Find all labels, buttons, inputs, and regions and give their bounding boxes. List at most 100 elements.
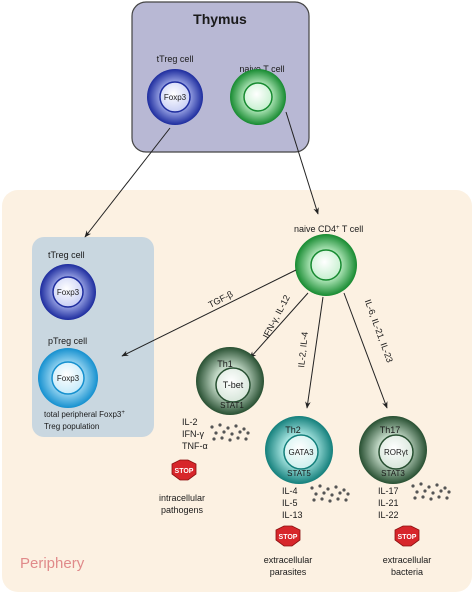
arrow-to-th17 xyxy=(343,292,388,409)
periphery-ptreg-cell: Foxp3 xyxy=(38,348,98,408)
cytokine-dot xyxy=(443,486,447,490)
cytokine-dot xyxy=(326,487,330,491)
cytokine-dot xyxy=(238,430,242,434)
th17-cytokine-0: IL-17 xyxy=(378,486,399,496)
cytokine-dot xyxy=(334,485,338,489)
th2-cytokine-1: IL-5 xyxy=(282,498,298,508)
arrow-thymus-ttreg-to-periphery xyxy=(84,127,171,238)
cytokine-dot xyxy=(318,484,322,488)
cytokine-dot xyxy=(226,426,230,430)
thymus-naive-cell xyxy=(230,69,286,125)
cytokine-dot xyxy=(322,491,326,495)
cytokine-dot xyxy=(214,431,218,435)
cytokine-dot xyxy=(419,482,423,486)
cytokine-dot xyxy=(242,427,246,431)
th2-stop-text: STOP xyxy=(279,534,298,541)
th1-name: Th1 xyxy=(217,359,233,369)
th2-target-line2: parasites xyxy=(270,567,307,577)
th1-cytokine-2: TNF-α xyxy=(182,441,208,451)
cytokine-dot xyxy=(346,492,350,496)
cytokine-dot xyxy=(236,436,240,440)
cytokine-dot xyxy=(447,490,451,494)
arrow-tgf-to-ptreg xyxy=(121,269,297,357)
periphery-ttreg-cell: Foxp3 xyxy=(40,264,96,320)
th17-stop-text: STOP xyxy=(398,534,417,541)
cytokine-dot xyxy=(413,496,417,500)
th17-cytokine-2: IL-22 xyxy=(378,510,399,520)
periphery-ptreg-label: pTreg cell xyxy=(48,336,87,346)
treg-caption-line2: Treg population xyxy=(44,422,99,431)
cytokine-dot xyxy=(328,499,332,503)
th17-cytokine-dots xyxy=(411,482,451,501)
th2-name: Th2 xyxy=(285,425,301,435)
cytokine-dot xyxy=(411,484,415,488)
th1-cytokine-1: IFN-γ xyxy=(182,429,204,439)
periphery-ptreg-marker: Foxp3 xyxy=(57,374,80,383)
cytokine-dot xyxy=(222,430,226,434)
thymus-naive-label: naive T cell xyxy=(239,64,284,74)
th2-cytokine-dots xyxy=(310,484,350,503)
cytokine-dot xyxy=(421,495,425,499)
th1-stop-sign: STOP xyxy=(171,459,197,481)
th17-stop-sign: STOP xyxy=(394,525,420,547)
cytokine-dot xyxy=(230,432,234,436)
cytokine-dot xyxy=(336,497,340,501)
cytokine-dot xyxy=(439,489,443,493)
cytokine-dot xyxy=(218,423,222,427)
periphery-ttreg-label: tTreg cell xyxy=(48,250,85,260)
thymus-ttreg-label: tTreg cell xyxy=(157,54,194,64)
cytokine-dot xyxy=(228,438,232,442)
cytokine-dot xyxy=(330,493,334,497)
cytokine-dot xyxy=(342,488,346,492)
th1-stop-text: STOP xyxy=(175,468,194,475)
th1-target-line1: intracellular xyxy=(159,493,205,503)
cytokine-dot xyxy=(435,483,439,487)
cytokine-dot xyxy=(423,489,427,493)
cytokine-dot xyxy=(210,425,214,429)
th1-cell: Th1 T-bet STAT1 xyxy=(196,347,264,415)
periphery-title: Periphery xyxy=(20,555,85,572)
cytokine-dot xyxy=(427,485,431,489)
th2-cytokine-2: IL-13 xyxy=(282,510,303,520)
cytokine-dot xyxy=(244,437,248,441)
cytokine-dot xyxy=(312,498,316,502)
arrow-label-th2: IL-2, IL-4 xyxy=(296,331,310,368)
cytokine-dot xyxy=(431,491,435,495)
cytokine-dot xyxy=(429,497,433,501)
th17-tf: RORγt xyxy=(384,448,409,457)
th2-stop-sign: STOP xyxy=(275,525,301,547)
th1-target-line2: pathogens xyxy=(161,505,204,515)
cytokine-dot xyxy=(415,490,419,494)
cytokine-dot xyxy=(246,431,250,435)
arrow-to-th1 xyxy=(249,292,309,359)
th2-tf: GATA3 xyxy=(288,448,314,457)
periphery-ttreg-marker: Foxp3 xyxy=(57,288,80,297)
cytokine-dot xyxy=(320,497,324,501)
th2-cell: Th2 GATA3 STAT5 xyxy=(265,416,333,484)
cytokine-dot xyxy=(310,486,314,490)
th1-tf: T-bet xyxy=(223,380,244,390)
cytokine-dot xyxy=(445,496,449,500)
naive-cd4-cell xyxy=(295,234,357,296)
thymus-ttreg-cell: Foxp3 xyxy=(147,69,203,125)
th17-target-line2: bacteria xyxy=(391,567,423,577)
th17-cell: Th17 RORγt STAT3 xyxy=(359,416,427,484)
thymus-ttreg-marker: Foxp3 xyxy=(164,93,187,102)
th2-stat: STAT5 xyxy=(287,469,311,478)
thymus-title: Thymus xyxy=(193,11,247,27)
th1-cytokine-dots xyxy=(210,423,250,442)
cytokine-dot xyxy=(314,492,318,496)
th17-name: Th17 xyxy=(380,425,401,435)
cytokine-dot xyxy=(234,424,238,428)
naive-cd4-label: naive CD4+ T cell xyxy=(294,224,363,234)
th2-target-line1: extracellular xyxy=(264,555,313,565)
arrow-to-th2 xyxy=(305,296,324,409)
cytokine-dot xyxy=(344,498,348,502)
arrow-thymus-naive-to-periphery xyxy=(285,111,319,215)
th2-cytokine-0: IL-4 xyxy=(282,486,298,496)
th17-stat: STAT3 xyxy=(381,469,405,478)
th1-cytokine-0: IL-2 xyxy=(182,417,198,427)
cytokine-dot xyxy=(437,495,441,499)
cytokine-dot xyxy=(212,437,216,441)
